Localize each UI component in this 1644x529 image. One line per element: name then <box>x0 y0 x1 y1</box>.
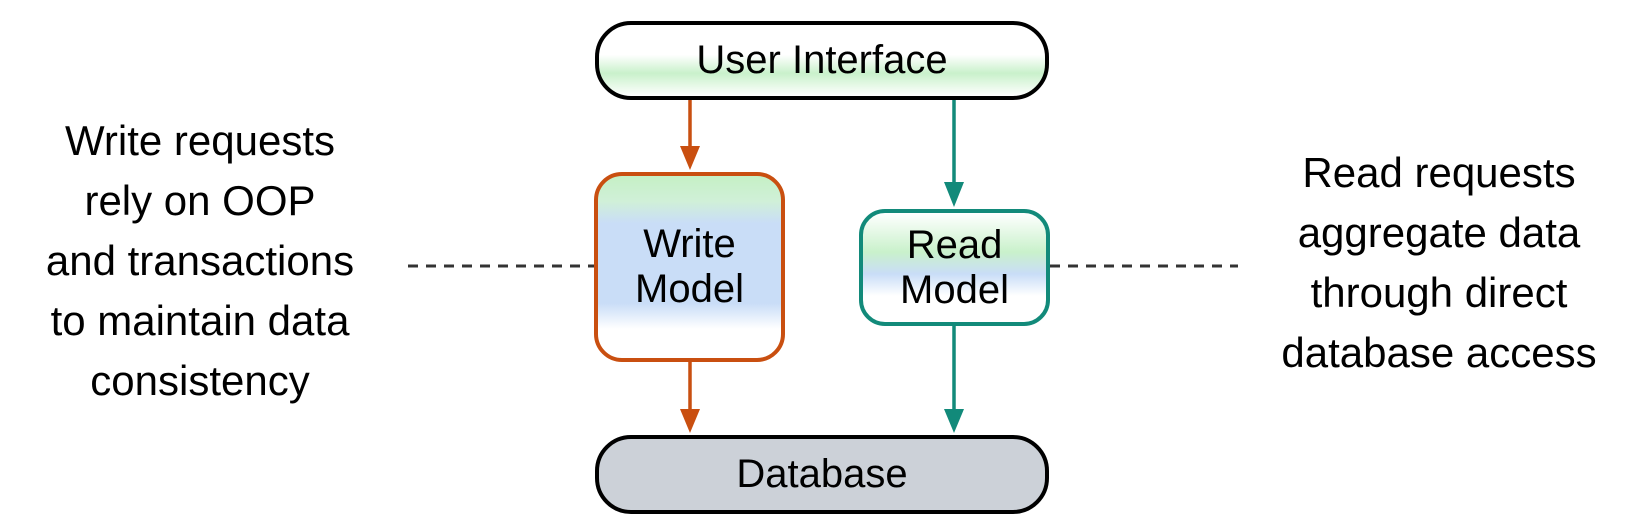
user-interface-node: User Interface <box>595 21 1049 100</box>
read-model-node: Read Model <box>859 209 1050 326</box>
write-note-line-2: rely on OOP <box>84 177 316 224</box>
write-model-label-line-1: Write <box>643 222 736 267</box>
write-requests-note: Write requests rely on OOP and transacti… <box>0 111 400 411</box>
read-requests-note: Read requests aggregate data through dir… <box>1234 143 1644 383</box>
user-interface-label: User Interface <box>696 38 948 83</box>
read-note-line-2: aggregate data <box>1297 209 1581 256</box>
read-note-line-4: database access <box>1281 329 1597 376</box>
write-note-line-4: to maintain data <box>50 297 350 344</box>
write-model-node: Write Model <box>594 172 785 362</box>
read-model-label-line-1: Read <box>906 222 1003 267</box>
write-note-line-1: Write requests <box>65 117 335 164</box>
database-label: Database <box>736 452 908 497</box>
database-node: Database <box>595 435 1049 514</box>
ui-to-write-arrowhead <box>680 146 700 170</box>
write-note-line-3: and transactions <box>45 237 355 284</box>
ui-to-read-arrowhead <box>944 182 964 207</box>
read-note-line-1: Read requests <box>1302 149 1576 196</box>
read-model-label-line-2: Model <box>900 267 1009 312</box>
read-note-line-3: through direct <box>1310 269 1568 316</box>
write-model-label-line-2: Model <box>635 267 744 311</box>
write-to-db-arrowhead <box>680 409 700 433</box>
write-note-line-5: consistency <box>90 357 310 404</box>
read-to-db-arrowhead <box>944 409 964 433</box>
